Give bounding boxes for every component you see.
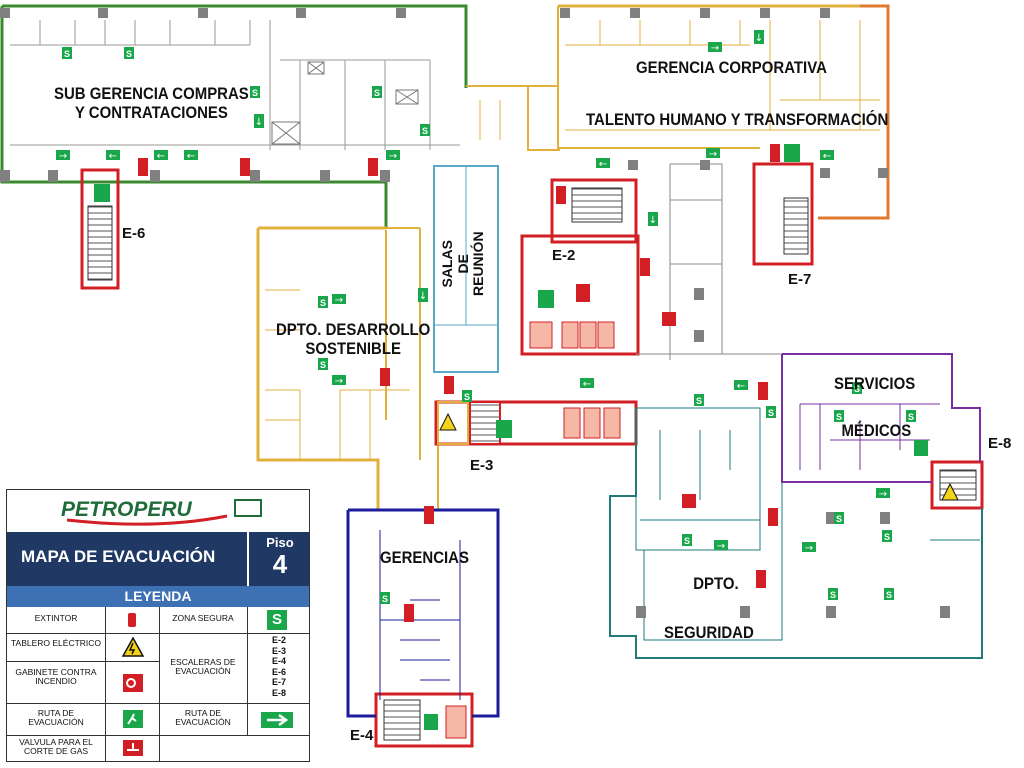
svg-text:S: S (422, 126, 428, 136)
safe-zone-signs: S S S S S S S S S S S S S S S S S S S (62, 47, 916, 604)
svg-text:S: S (854, 384, 860, 394)
legend-header: LEYENDA (7, 586, 309, 607)
svg-text:←: ← (157, 151, 165, 162)
svg-text:S: S (768, 408, 774, 418)
room-label-gerencia-corporativa: GERENCIA CORPORATIVA (636, 58, 827, 77)
svg-text:S: S (830, 590, 836, 600)
svg-text:→: → (389, 151, 397, 162)
svg-text:←: ← (737, 381, 745, 392)
legend-ruta1-label: RUTA DE EVACUACIÓN (28, 708, 84, 728)
svg-text:→: → (805, 543, 813, 554)
electrical-panel-icon (121, 636, 145, 663)
svg-text:S: S (252, 88, 258, 98)
stair-label-e4: E-4 (350, 727, 374, 744)
zone-gerencias (346, 401, 501, 718)
stair-treads (87, 187, 977, 741)
svg-text:S: S (696, 396, 702, 406)
extinguisher-icon (123, 611, 141, 634)
svg-text:S: S (884, 532, 890, 542)
svg-text:↓: ↓ (255, 117, 263, 128)
stair-label-e7: E-7 (788, 271, 812, 288)
legend-valvula-label: VALVULA PARA EL CORTE DE GAS (19, 737, 93, 757)
electrical-panel-signs (439, 412, 959, 501)
svg-text:↓: ↓ (755, 33, 763, 44)
fire-cabinet-icon (121, 672, 145, 699)
gas-valve-icon (121, 738, 145, 763)
legend-titlebar: MAPA DE EVACUACIÓN Piso 4 (7, 532, 309, 586)
svg-text:S: S (320, 360, 326, 370)
svg-text:←: ← (599, 159, 607, 170)
extinguisher-signs (138, 144, 780, 622)
floor-label: Piso (266, 535, 294, 550)
svg-text:↓: ↓ (419, 291, 427, 302)
stair-label-e8: E-8 (988, 435, 1012, 452)
svg-text:→: → (717, 541, 725, 552)
floor-indicator: Piso 4 (247, 532, 311, 586)
running-man-icon (121, 708, 145, 735)
svg-text:→: → (59, 151, 67, 162)
legend-tablero-label: TABLERO ELÉCTRICO (10, 638, 102, 648)
floor-number: 4 (272, 549, 288, 579)
svg-text:←: ← (583, 379, 591, 390)
legend-zona-segura-label: ZONA SEGURA (172, 613, 234, 623)
room-label-gerencias: GERENCIAS (380, 548, 469, 567)
svg-text:→: → (335, 376, 343, 387)
svg-text:↓: ↓ (649, 215, 657, 226)
room-label-seguridad: DPTO.SEGURIDAD (664, 574, 754, 643)
svg-text:←: ← (109, 151, 117, 162)
legend-escaleras-label: ESCALERAS DE EVACUACIÓN (170, 657, 236, 677)
stair-label-e6: E-6 (122, 225, 146, 242)
legend-panel: PETROPERU MAPA DE EVACUACIÓN Piso 4 LEYE… (6, 489, 310, 762)
legend-ruta2-label: RUTA DE EVACUACIÓN (175, 708, 231, 728)
stair-label-e3: E-3 (470, 457, 494, 474)
stair-label-e2: E-2 (552, 247, 576, 264)
svg-text:S: S (836, 514, 842, 524)
zone-gerencia-corporativa (466, 4, 890, 220)
running-man-signs (94, 144, 928, 730)
svg-text:S: S (320, 298, 326, 308)
zone-compras (0, 4, 468, 228)
safe-zone-icon: S (267, 610, 287, 630)
svg-text:S: S (836, 412, 842, 422)
zone-service-core (80, 162, 984, 748)
svg-text:→: → (709, 149, 717, 160)
svg-text:S: S (126, 49, 132, 59)
arrow-right-icon (261, 712, 293, 733)
zone-desarrollo (256, 226, 439, 511)
elevators (445, 321, 621, 739)
svg-text:←: ← (823, 151, 831, 162)
svg-text:→: → (711, 43, 719, 54)
zone-salas (433, 165, 499, 373)
svg-text:S: S (464, 392, 470, 402)
svg-text:S: S (886, 590, 892, 600)
legend-title: MAPA DE EVACUACIÓN (21, 547, 216, 566)
svg-text:S: S (382, 594, 388, 604)
svg-text:→: → (879, 489, 887, 500)
brand-text: PETROPERU (61, 498, 193, 521)
evacuation-arrow-signs: → ← ← ← → → → ← → → ← ← ← → → → ↓ ↓ ↓ ↓ (56, 30, 890, 554)
svg-text:→: → (335, 295, 343, 306)
svg-text:S: S (684, 536, 690, 546)
svg-text:S: S (374, 88, 380, 98)
svg-text:S: S (908, 412, 914, 422)
zone-seguridad (609, 288, 983, 659)
svg-text:←: ← (187, 151, 195, 162)
legend-extintor-label: EXTINTOR (34, 613, 78, 623)
petroperu-logo: PETROPERU (7, 490, 309, 533)
legend-gabinete-label: GABINETE CONTRA INCENDIO (15, 667, 97, 687)
room-label-talento-humano: TALENTO HUMANO Y TRANSFORMACIÓN (586, 110, 889, 129)
svg-text:S: S (64, 49, 70, 59)
